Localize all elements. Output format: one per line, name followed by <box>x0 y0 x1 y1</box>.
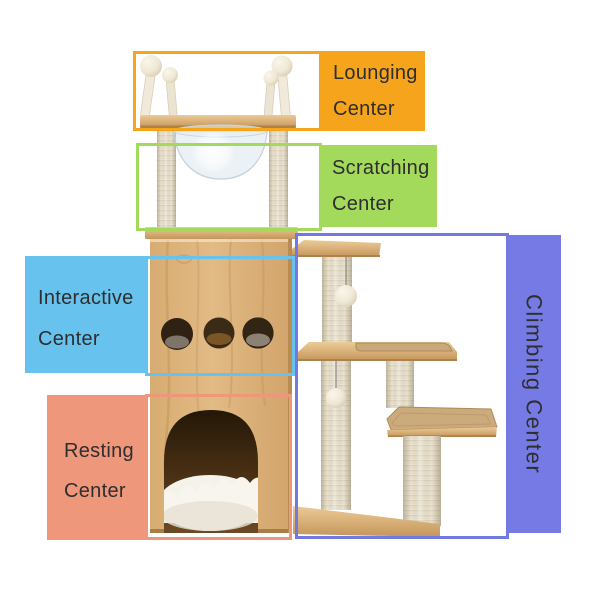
climbing-top-platform <box>292 240 381 257</box>
condo-door <box>164 410 258 533</box>
scratching-zone-outline <box>136 143 322 231</box>
hanging-toy-ball <box>335 285 357 307</box>
resting-zone-outline <box>145 394 292 540</box>
condo-peek-holes <box>161 317 274 350</box>
scratching-posts <box>157 128 288 229</box>
pompom-ball <box>271 55 293 77</box>
hanging-toy-ball <box>326 388 346 408</box>
scratching-center-label: Scratching Center <box>320 145 437 227</box>
platform-carpet-mat <box>355 342 453 352</box>
label-line: Center <box>332 192 394 215</box>
pompom-ball <box>140 55 162 77</box>
interactive-zone-outline <box>145 256 295 376</box>
label-line: Center <box>38 327 100 350</box>
label-line: Center <box>333 97 395 120</box>
lounging-center-label: Lounging Center <box>320 51 425 131</box>
climbing-center-label: Climbing Center <box>507 235 561 533</box>
interactive-center-label: Interactive Center <box>25 256 147 373</box>
climbing-tower <box>292 240 498 537</box>
climbing-zone-outline <box>295 233 509 539</box>
label-line: Climbing Center <box>521 293 547 475</box>
lounging-zone-outline <box>133 51 322 131</box>
base-board <box>293 506 440 537</box>
label-line: Interactive <box>38 286 134 309</box>
label-line: Center <box>64 480 126 502</box>
pompom-ball <box>263 70 279 86</box>
label-line: Resting <box>64 440 134 462</box>
label-line: Lounging <box>333 61 418 84</box>
plush-bed <box>164 475 258 531</box>
pompom-ball <box>162 67 178 83</box>
label-line: Scratching <box>332 156 430 179</box>
resting-center-label: Resting Center <box>47 395 147 540</box>
